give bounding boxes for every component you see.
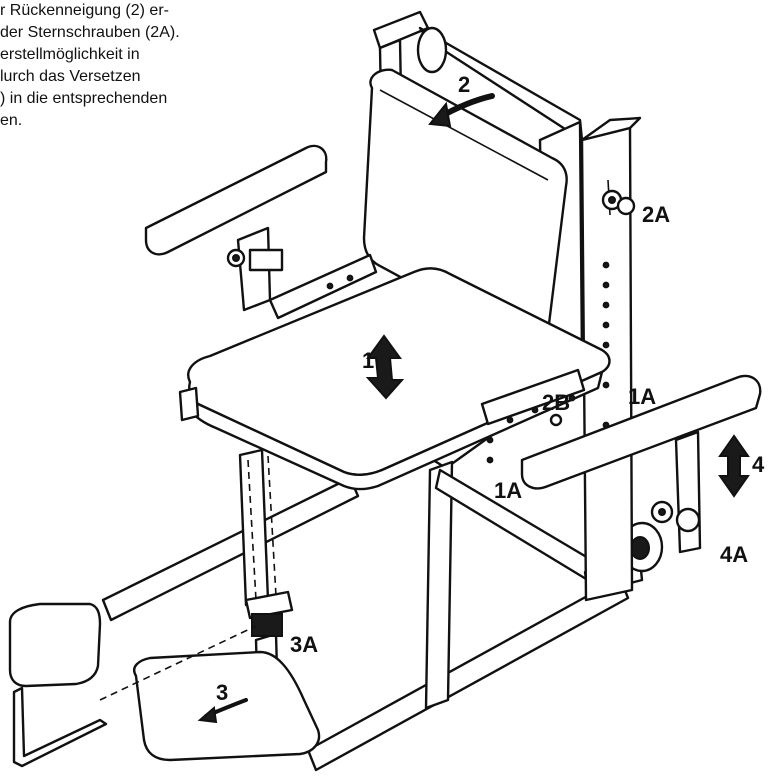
instruction-line: ) in die entsprechenden <box>0 90 168 107</box>
star-screw-2a <box>601 189 636 216</box>
instruction-line: erstellmöglichkeit in <box>0 46 140 63</box>
left-side-frame <box>268 253 378 320</box>
callout-3a: 3A <box>290 632 318 657</box>
left-base-frame <box>101 448 360 622</box>
assembly-guide-line <box>99 625 257 701</box>
callout-4a: 4A <box>720 542 748 567</box>
seat-front-frame <box>480 368 586 464</box>
callout-2a: 2A <box>642 202 670 227</box>
callout-3: 3 <box>216 680 228 705</box>
instruction-line: en. <box>0 112 23 129</box>
callout-1: 1 <box>362 348 374 373</box>
callout-1a-lower: 1A <box>494 478 522 503</box>
footrest-arrow <box>197 698 248 724</box>
seat-cushion <box>178 267 611 491</box>
instruction-line: der Sternschrauben (2A). <box>0 24 180 41</box>
seat-height-arrow <box>365 334 405 400</box>
callout-4: 4 <box>752 452 765 477</box>
callout-2b: 2B <box>542 390 570 415</box>
instruction-text: r Rückenneigung (2) er- der Sternschraub… <box>0 0 250 132</box>
instruction-line: r Rückenneigung (2) er- <box>0 2 169 19</box>
footrest <box>133 590 321 762</box>
instruction-line: lurch das Versetzen <box>0 68 141 85</box>
callout-1a-upper: 1A <box>628 384 656 409</box>
calf-pad <box>8 602 108 768</box>
callout-2: 2 <box>458 72 470 97</box>
left-armrest <box>144 144 328 312</box>
armrest-height-arrow <box>718 434 750 498</box>
right-armrest <box>520 374 762 554</box>
backrest-tilt-arrow <box>428 93 495 128</box>
